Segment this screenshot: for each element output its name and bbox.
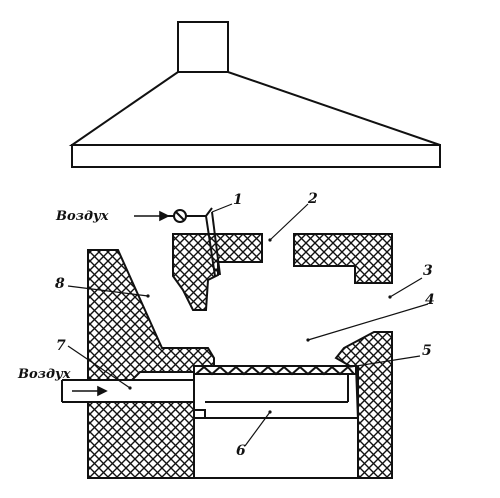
air-inlet-arrow-left (72, 385, 108, 397)
air-plenum (193, 366, 359, 419)
air-inlet-arrow-top (134, 210, 170, 222)
left-upper-refractory-block (172, 233, 263, 311)
exhaust-hood (68, 21, 441, 168)
label-7: 7 (56, 338, 66, 354)
label-3: 3 (423, 263, 433, 279)
right-upper-refractory-block (293, 233, 393, 284)
hood-rim (71, 144, 441, 168)
label-air-top: Воздух (55, 209, 109, 224)
label-6: 6 (236, 443, 246, 459)
burner-valve (168, 207, 221, 277)
left-furnace-base (87, 401, 195, 479)
label-5: 5 (422, 343, 432, 359)
hood-chimney (177, 21, 229, 73)
label-air-left: Воздух (17, 367, 71, 382)
grate (193, 365, 357, 376)
air-duct (61, 366, 359, 479)
label-8: 8 (55, 276, 65, 292)
right-furnace-wall (334, 331, 393, 479)
label-1: 1 (233, 192, 243, 208)
marker-dots (128, 238, 392, 414)
label-4: 4 (425, 292, 435, 308)
leader-lines (67, 203, 429, 447)
label-2: 2 (307, 191, 318, 207)
hood-canopy (68, 71, 441, 146)
